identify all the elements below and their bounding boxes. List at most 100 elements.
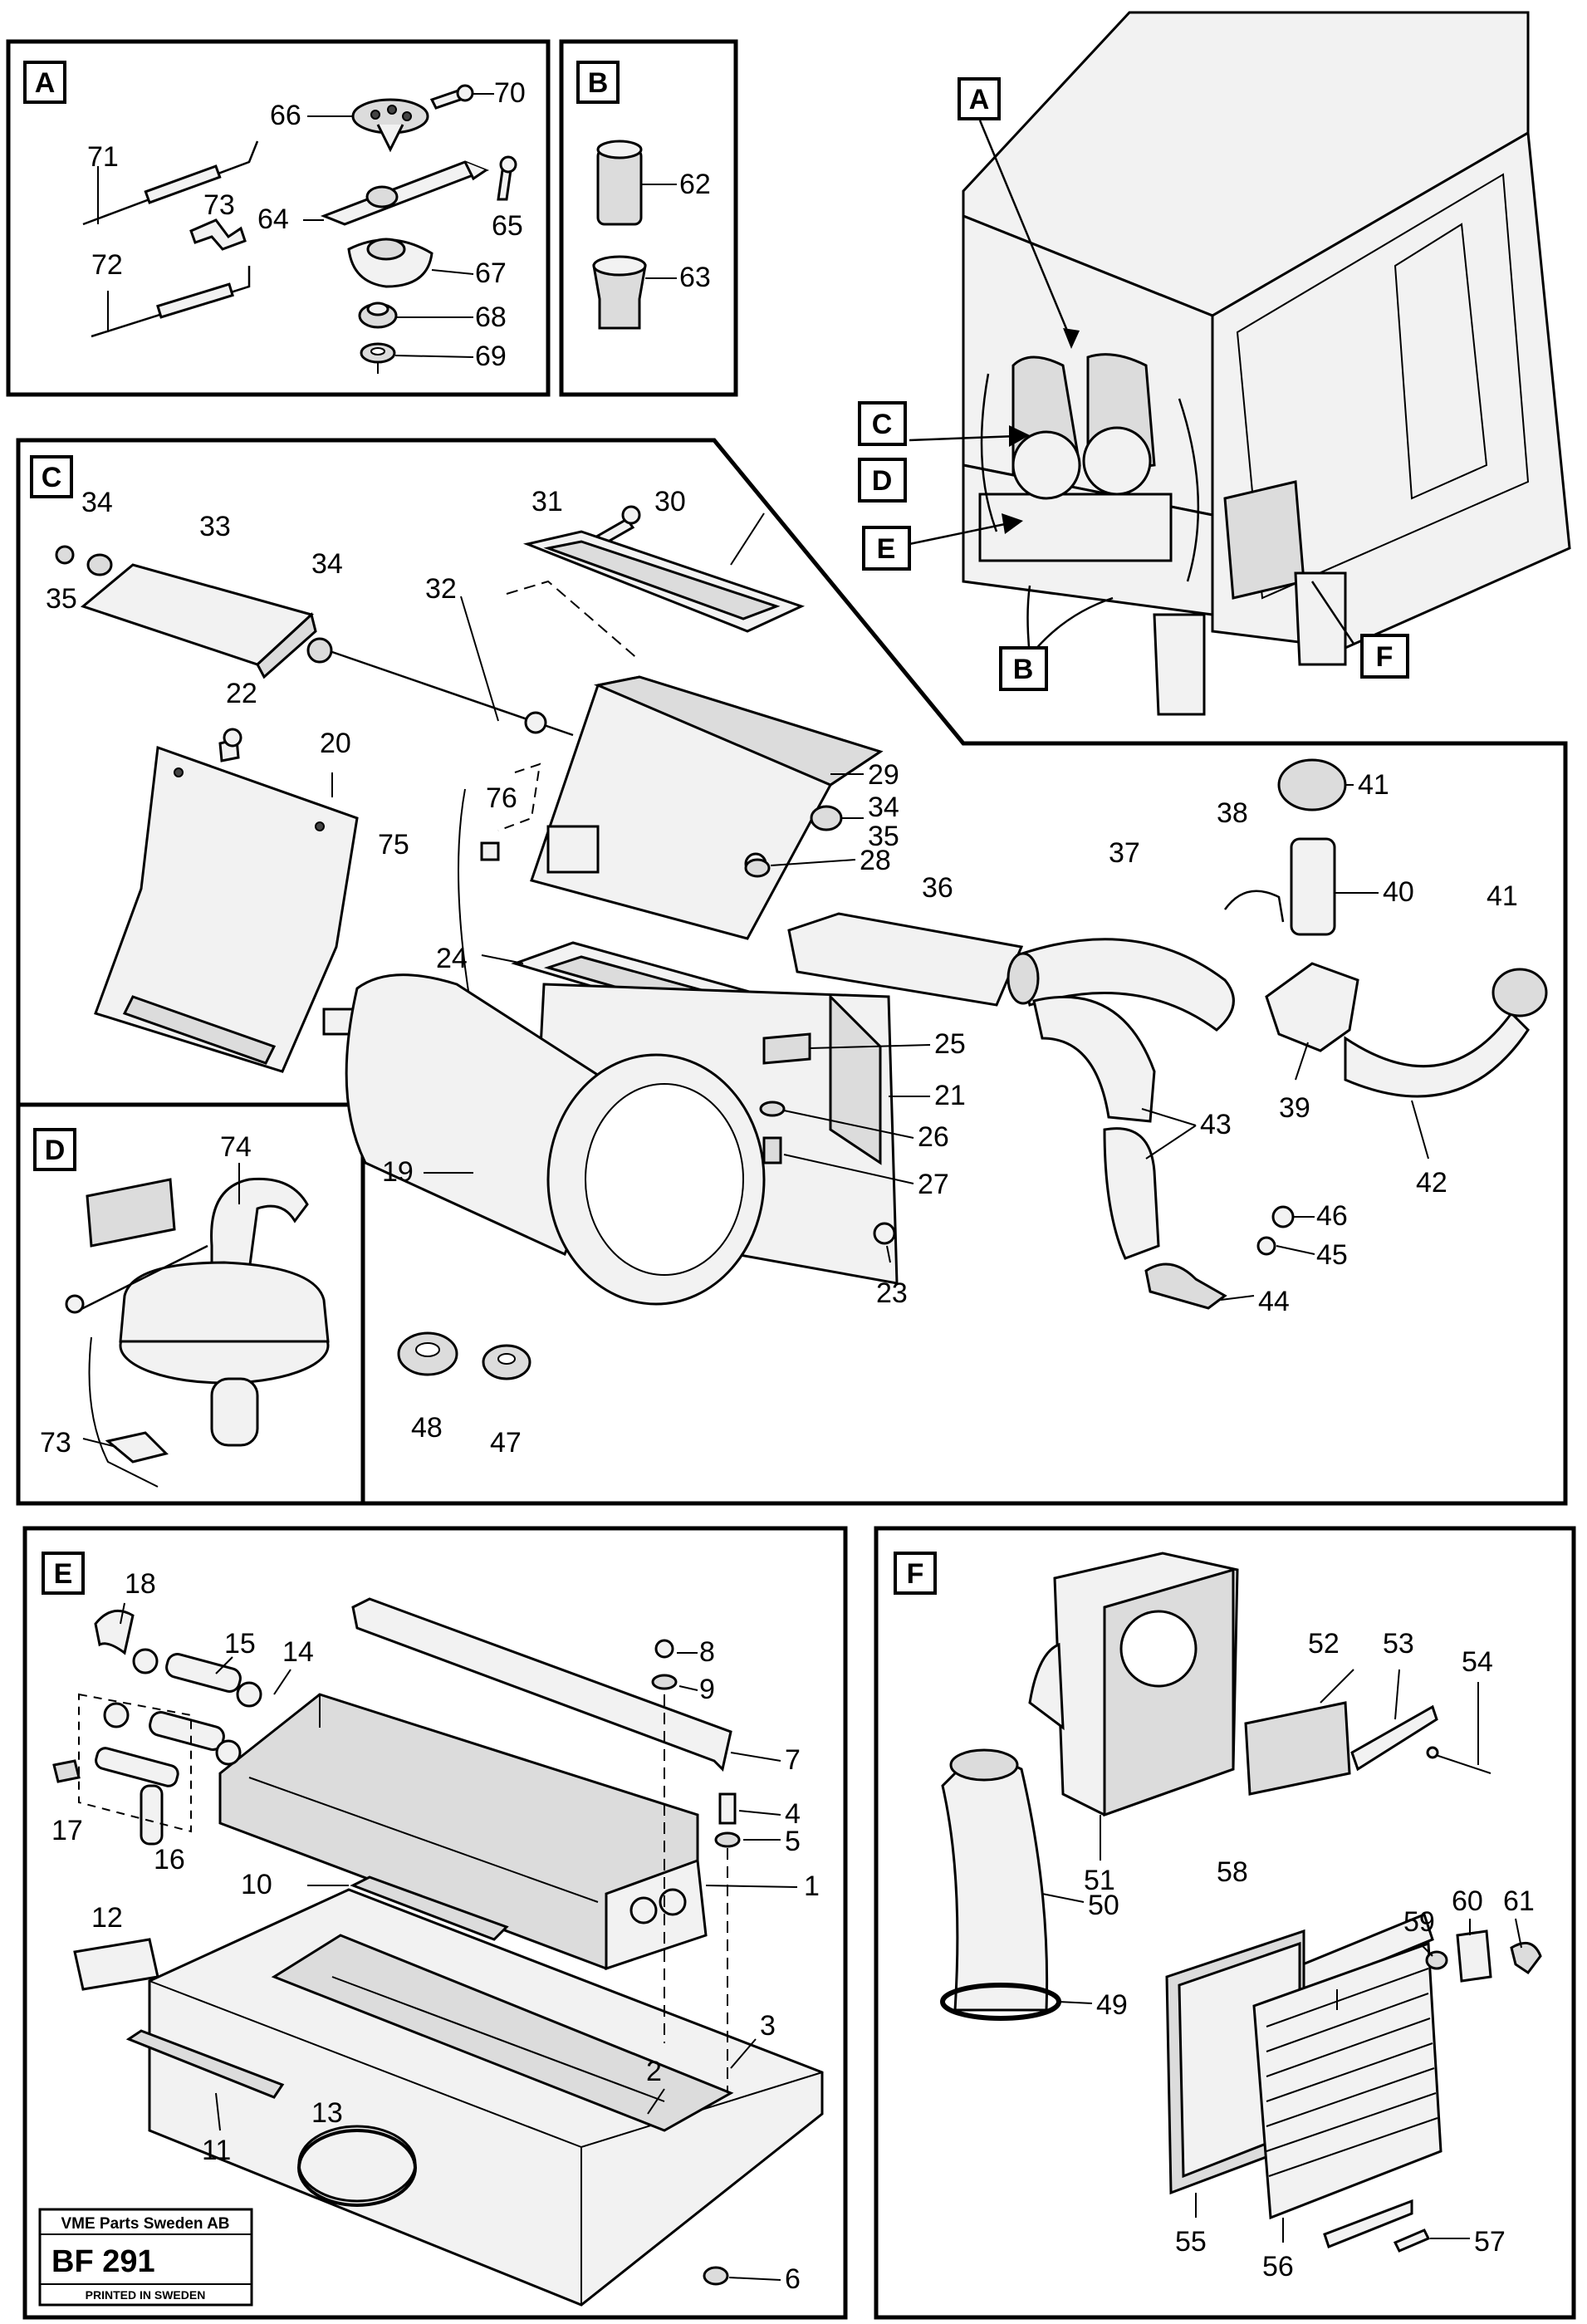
part-label-14: 14 xyxy=(282,1636,314,1668)
overview-tag-a: A xyxy=(958,77,1001,120)
panel-d-drawing xyxy=(65,1163,330,1488)
part-label-34-left: 34 xyxy=(81,487,113,518)
part-label-34-right: 34 xyxy=(868,792,899,823)
part-label-13: 13 xyxy=(311,2097,343,2129)
svg-text:F: F xyxy=(1376,641,1394,673)
svg-text:E: E xyxy=(54,1558,73,1590)
part-label-64: 64 xyxy=(257,203,289,235)
part-label-74: 74 xyxy=(220,1131,252,1163)
part-label-30: 30 xyxy=(654,486,686,517)
part-label-41-top: 41 xyxy=(1358,769,1389,801)
overview-tag-b: B xyxy=(999,646,1048,691)
part-label-16: 16 xyxy=(154,1844,185,1875)
part-label-49: 49 xyxy=(1096,1989,1128,2021)
part-label-33: 33 xyxy=(199,511,231,542)
part-label-69: 69 xyxy=(475,341,507,372)
part-label-31: 31 xyxy=(531,486,563,517)
overview-tag-c: C xyxy=(858,401,907,446)
part-label-50: 50 xyxy=(1088,1890,1119,1921)
panel-a-drawing xyxy=(82,84,517,374)
part-label-18: 18 xyxy=(125,1568,156,1600)
part-label-35-right: 35 xyxy=(868,821,899,852)
part-label-58: 58 xyxy=(1217,1856,1248,1888)
vme-stamp: VME Parts Sweden AB BF 291 PRINTED IN SW… xyxy=(38,2208,253,2307)
svg-text:C: C xyxy=(872,409,893,440)
part-label-17: 17 xyxy=(51,1815,83,1846)
panel-tag-e: E xyxy=(42,1552,85,1595)
part-label-7: 7 xyxy=(785,1744,801,1776)
svg-text:D: D xyxy=(872,465,893,497)
part-label-56: 56 xyxy=(1262,2251,1294,2282)
panel-e-frame xyxy=(22,1526,848,2320)
part-label-40: 40 xyxy=(1383,876,1414,908)
svg-text:C: C xyxy=(42,462,62,493)
part-label-39: 39 xyxy=(1279,1092,1310,1124)
svg-text:B: B xyxy=(1013,654,1034,685)
part-label-41-right: 41 xyxy=(1487,880,1518,912)
part-label-68: 68 xyxy=(475,302,507,333)
overview-tag-f: F xyxy=(1360,634,1409,679)
part-label-44: 44 xyxy=(1258,1286,1290,1317)
part-label-47: 47 xyxy=(490,1427,522,1459)
part-label-24: 24 xyxy=(436,943,468,974)
stamp-printed: PRINTED IN SWEDEN xyxy=(86,2288,206,2302)
part-label-53: 53 xyxy=(1383,1628,1414,1660)
part-label-4: 4 xyxy=(785,1798,801,1830)
panel-tag-f: F xyxy=(894,1552,937,1595)
part-label-3: 3 xyxy=(760,2010,776,2042)
svg-text:B: B xyxy=(588,67,609,99)
svg-text:D: D xyxy=(45,1135,66,1166)
part-label-38: 38 xyxy=(1217,797,1248,829)
part-label-27: 27 xyxy=(918,1169,949,1200)
panel-tag-b: B xyxy=(576,61,620,104)
panel-e-drawing xyxy=(52,1597,824,2307)
part-label-8: 8 xyxy=(699,1636,715,1668)
part-label-46: 46 xyxy=(1316,1200,1348,1232)
panel-f-frame xyxy=(874,1526,1576,2320)
part-label-55: 55 xyxy=(1175,2226,1207,2258)
part-label-5: 5 xyxy=(785,1826,801,1857)
panel-b-drawing xyxy=(592,140,677,330)
part-label-66: 66 xyxy=(270,100,301,131)
part-label-42: 42 xyxy=(1416,1167,1447,1199)
part-label-36: 36 xyxy=(922,872,953,904)
part-label-59: 59 xyxy=(1403,1906,1435,1938)
part-label-26: 26 xyxy=(918,1121,949,1153)
part-label-65: 65 xyxy=(492,210,523,242)
part-label-15: 15 xyxy=(224,1628,256,1660)
part-label-37: 37 xyxy=(1109,837,1140,869)
part-label-34-mid: 34 xyxy=(311,548,343,580)
part-label-12: 12 xyxy=(91,1902,123,1934)
svg-text:E: E xyxy=(877,533,896,565)
part-label-9: 9 xyxy=(699,1674,715,1705)
part-label-54: 54 xyxy=(1462,1646,1493,1678)
part-label-75: 75 xyxy=(378,829,409,860)
part-label-23: 23 xyxy=(876,1277,908,1309)
part-label-43: 43 xyxy=(1200,1109,1232,1140)
part-label-76: 76 xyxy=(486,782,517,814)
part-label-6: 6 xyxy=(785,2263,801,2295)
part-label-67: 67 xyxy=(475,257,507,289)
cab-overview xyxy=(909,11,1571,716)
part-label-63: 63 xyxy=(679,262,711,293)
panel-c-drawing xyxy=(55,505,1548,1380)
part-label-35-left: 35 xyxy=(46,583,77,615)
part-label-73-d: 73 xyxy=(40,1427,71,1459)
part-label-11: 11 xyxy=(202,2135,231,2166)
part-label-45: 45 xyxy=(1316,1239,1348,1271)
svg-text:A: A xyxy=(35,67,56,99)
part-label-22: 22 xyxy=(226,678,257,709)
part-label-71: 71 xyxy=(87,141,119,173)
part-label-57: 57 xyxy=(1474,2226,1506,2258)
part-label-28: 28 xyxy=(860,845,891,876)
overview-tag-d: D xyxy=(858,458,907,503)
panel-a-frame xyxy=(6,39,551,397)
svg-text:F: F xyxy=(907,1558,924,1590)
overview-tag-e: E xyxy=(862,526,911,571)
part-label-21: 21 xyxy=(934,1080,966,1111)
part-label-1: 1 xyxy=(804,1870,820,1902)
part-label-62: 62 xyxy=(679,169,711,200)
panel-b-frame xyxy=(559,39,738,397)
part-label-51: 51 xyxy=(1084,1865,1115,1896)
